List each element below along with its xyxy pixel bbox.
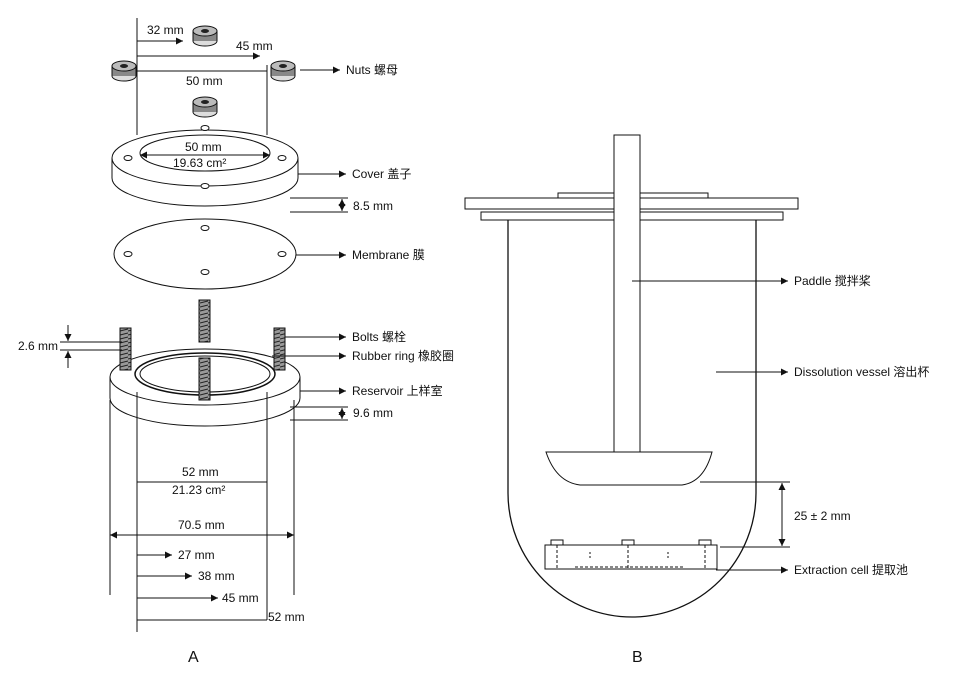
membrane-label: Membrane 膜 xyxy=(352,248,425,262)
nut-bottom xyxy=(192,96,218,118)
membrane xyxy=(113,218,297,290)
r52: 52 mm xyxy=(268,610,305,624)
bolt-back xyxy=(198,299,211,343)
bolt-front xyxy=(198,357,211,401)
gap-label: 25 ± 2 mm xyxy=(794,509,851,523)
nuts-label: Nuts 螺母 xyxy=(346,63,398,77)
panel-a: 32 mm 45 mm 50 mm 50 mm 19.63 cm² 8.5 mm xyxy=(18,18,454,666)
r27: 27 mm xyxy=(178,548,215,562)
res-area: 21.23 cm² xyxy=(172,483,225,497)
dim-45: 45 mm xyxy=(236,39,273,53)
cover-diameter: 50 mm xyxy=(185,140,222,154)
dim-50: 50 mm xyxy=(186,74,223,88)
bolt-height: 2.6 mm xyxy=(18,339,58,353)
vessel-body xyxy=(507,220,757,618)
reservoir-label: Reservoir 上样室 xyxy=(352,383,443,398)
paddle-shaft xyxy=(613,134,641,458)
nut-top xyxy=(192,25,218,47)
bolt-right xyxy=(273,327,286,371)
cover-label: Cover 盖子 xyxy=(352,167,411,181)
outer-diameter: 70.5 mm xyxy=(178,518,225,532)
rubber-label: Rubber ring 橡胶圈 xyxy=(352,348,454,363)
reservoir xyxy=(109,299,301,427)
extraction-cell xyxy=(544,539,718,570)
r45: 45 mm xyxy=(222,591,259,605)
nut-left xyxy=(111,60,137,82)
cover-thickness: 8.5 mm xyxy=(353,199,393,213)
res-thickness: 9.6 mm xyxy=(353,406,393,420)
vessel-label: Dissolution vessel 溶出杯 xyxy=(794,364,929,379)
bolt-left xyxy=(119,327,132,371)
panel-b-letter: B xyxy=(632,649,643,666)
paddle-blade xyxy=(545,451,713,486)
panel-b: 25 ± 2 mm Paddle 搅拌桨 Dissolution vessel … xyxy=(464,134,929,666)
cover-area: 19.63 cm² xyxy=(173,156,226,170)
res-diameter: 52 mm xyxy=(182,465,219,479)
panel-a-letter: A xyxy=(188,649,199,666)
nut-right xyxy=(270,60,296,82)
paddle-label: Paddle 搅拌桨 xyxy=(794,273,871,288)
dim-32: 32 mm xyxy=(147,23,184,37)
r38: 38 mm xyxy=(198,569,235,583)
cell-label: Extraction cell 提取池 xyxy=(794,562,908,577)
cover xyxy=(111,125,299,207)
bolts-label: Bolts 螺栓 xyxy=(352,329,406,344)
